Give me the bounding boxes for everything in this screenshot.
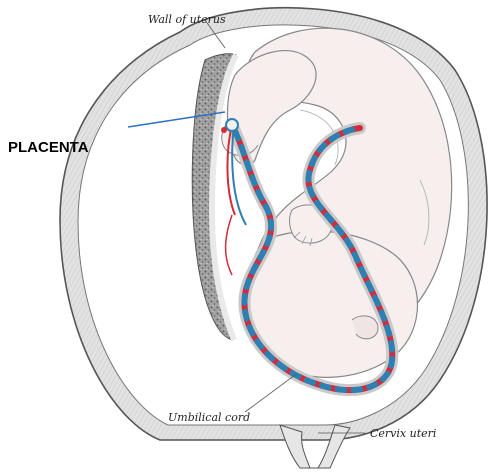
cervix-uteri-label: Cervix uteri [370,427,436,440]
umbilical-cord-label: Umbilical cord [168,411,250,424]
placenta-label: PLACENTA [8,139,89,156]
wall-of-uterus-label: Wall of uterus [148,13,226,26]
